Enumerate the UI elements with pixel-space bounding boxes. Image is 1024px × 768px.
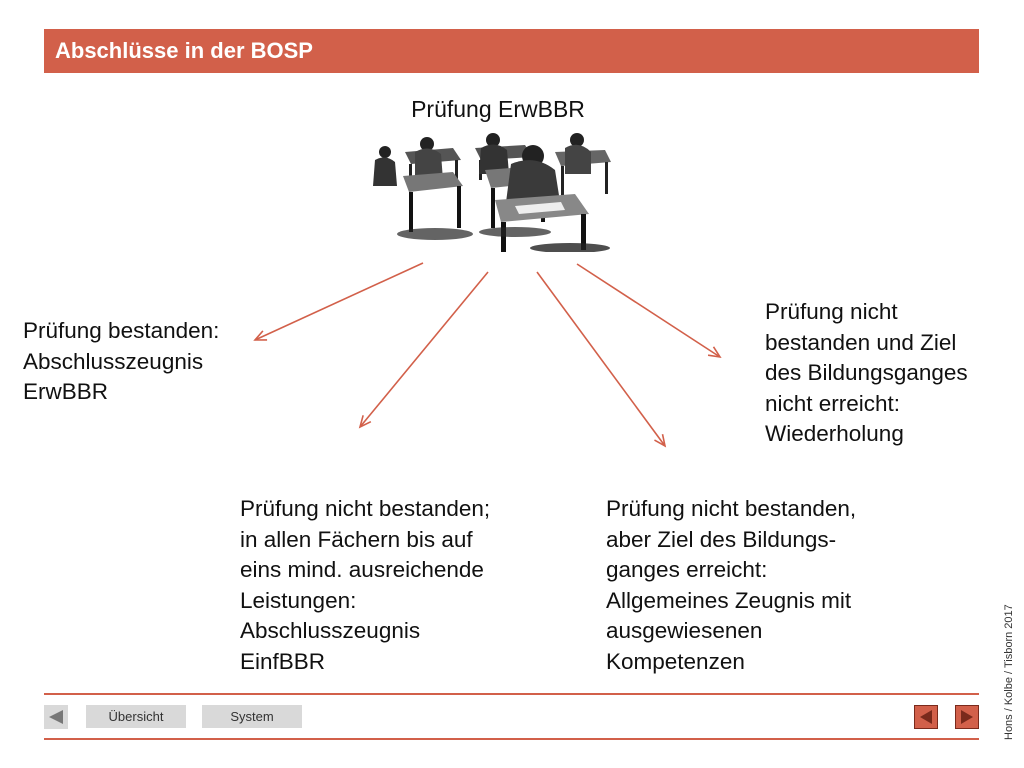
author-credit: Hons / Kolbe / Tisborn 2017	[1003, 604, 1015, 740]
prev-slide-button[interactable]	[914, 705, 938, 729]
system-button[interactable]: System	[202, 705, 302, 728]
arrow-to-failed-einf	[358, 271, 489, 429]
outcome-failed-goal-reached: Prüfung nicht bestanden, aber Ziel des B…	[606, 496, 857, 674]
slide-title: Abschlüsse in der BOSP	[55, 38, 313, 63]
arrow-to-failed-goal-reached	[536, 271, 667, 448]
outcome-passed: Prüfung bestanden: Abschlusszeugnis ErwB…	[23, 318, 220, 404]
back-arrow-icon	[49, 710, 63, 724]
arrow-to-failed-repeat	[576, 263, 722, 359]
overview-button[interactable]: Übersicht	[86, 705, 186, 728]
prev-arrow-icon	[920, 710, 932, 724]
outcome-failed-einf: Prüfung nicht bestanden; in allen Fächer…	[240, 496, 491, 674]
slide-title-bar: Abschlüsse in der BOSP	[44, 29, 979, 73]
arrow-to-passed	[253, 262, 424, 341]
back-button[interactable]	[44, 705, 68, 729]
next-arrow-icon	[961, 710, 973, 724]
exam-label: Prüfung ErwBBR	[411, 96, 585, 122]
footer-divider-bottom	[44, 738, 979, 740]
outcome-failed-repeat: Prüfung nicht bestanden und Ziel des Bil…	[765, 299, 968, 446]
classroom-exam-illustration	[373, 133, 611, 252]
next-slide-button[interactable]	[955, 705, 979, 729]
footer-divider-top	[44, 693, 979, 695]
